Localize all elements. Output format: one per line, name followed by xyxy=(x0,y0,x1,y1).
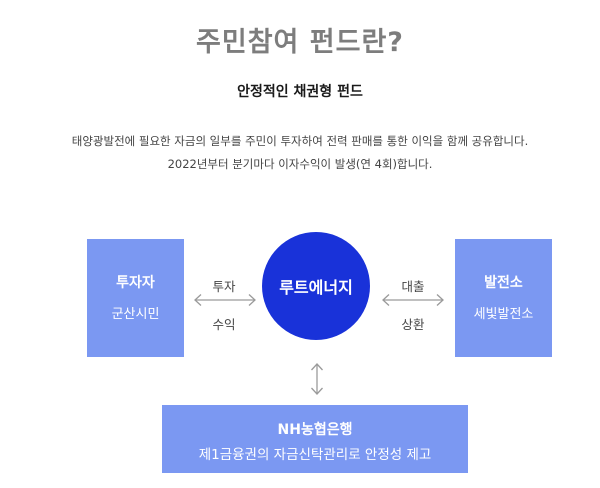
root-energy-label: 루트에너지 xyxy=(279,278,353,297)
page-title: 주민참여 펀드란? xyxy=(196,27,404,58)
investor-subtitle: 군산시민 xyxy=(111,307,160,322)
bank-subtitle: 제1금융권의 자금신탁관리로 안정성 제고 xyxy=(198,447,432,463)
plant-title: 발전소 xyxy=(484,275,523,291)
vertical-double-arrow-icon xyxy=(311,363,323,395)
description-line-1: 태양광발전에 필요한 자금의 일부를 주민이 투자하여 전력 판매를 통한 이익… xyxy=(71,134,529,148)
right-double-arrow-icon xyxy=(382,294,444,306)
plant-subtitle: 세빛발전소 xyxy=(473,307,534,322)
root-energy-circle: 루트에너지 xyxy=(262,232,370,340)
investor-title: 투자자 xyxy=(116,275,155,291)
description-line-2: 2022년부터 분기마다 이자수익이 발생(연 4회)합니다. xyxy=(167,157,433,171)
loan-label: 대출 xyxy=(401,279,425,294)
return-label: 수익 xyxy=(212,317,236,332)
invest-label: 투자 xyxy=(212,279,236,294)
bank-title: NH농협은행 xyxy=(277,422,353,438)
page-subtitle: 안정적인 채권형 펀드 xyxy=(237,84,363,100)
repay-label: 상환 xyxy=(401,317,425,332)
left-double-arrow-icon xyxy=(194,294,256,306)
nh-bank-box: NH농협은행 제1금융권의 자금신탁관리로 안정성 제고 xyxy=(162,405,468,473)
investor-box: 투자자 군산시민 xyxy=(87,239,184,357)
power-plant-box: 발전소 세빛발전소 xyxy=(455,239,552,357)
